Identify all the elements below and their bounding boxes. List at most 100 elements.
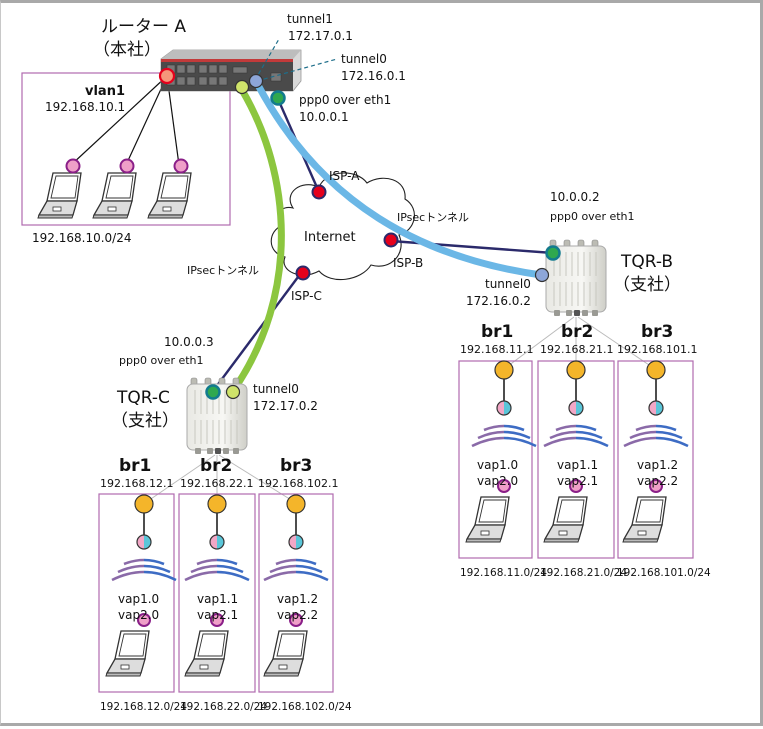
tqr-c-br1-vap-b: vap2.0: [118, 608, 159, 622]
tqr-b-br1-ip: 192.168.11.1: [460, 343, 533, 356]
tqr-c-br1-box: [98, 493, 175, 693]
ppp0-ip: 10.0.0.1: [299, 110, 349, 124]
tqr-c-ppp0-port-icon: [205, 384, 221, 400]
tqr-c-br3-box: [258, 493, 334, 693]
tqr-c-br1-cell: [110, 493, 178, 628]
ppp-line-c: [212, 272, 302, 392]
tqr-b-br2-network: 192.168.21.0/24: [540, 567, 627, 579]
internet-label: Internet: [304, 230, 356, 245]
tqr-b-br3-vap-a: vap1.2: [637, 458, 678, 472]
ipsec-tunnel-c: [229, 86, 285, 395]
ipsec-tunnel-b-label: IPsecトンネル: [397, 211, 469, 224]
laptop-icon: [622, 496, 667, 543]
tqr-c-tunnel0-ip: 172.17.0.2: [253, 399, 318, 413]
tqr-c-ppp0-label: ppp0 over eth1: [119, 354, 204, 367]
tqr-c-tunnel0-port-icon: [225, 384, 241, 400]
tqr-c-br2-name: br2: [200, 456, 232, 476]
tqr-c-name: TQR-C: [116, 388, 170, 408]
tqr-c-br3-vap-a: vap1.2: [277, 592, 318, 606]
tqr-c-br3-vap-b: vap2.2: [277, 608, 318, 622]
tunnel1-port-icon: [234, 79, 250, 95]
isp-c-label: ISP-C: [291, 289, 322, 303]
tqr-c-site: （支社）: [111, 411, 179, 431]
tqr-b-br2-name: br2: [561, 322, 593, 342]
tqr-b-ppp0-ip: 10.0.0.2: [550, 190, 600, 204]
isp-a-dot-icon: [311, 184, 327, 200]
tqr-b-br1-cell: [470, 359, 538, 494]
tqr-b-tunnel0-ip: 172.16.0.2: [466, 294, 531, 308]
ppp0-port-icon: [270, 90, 286, 106]
tunnel0-ip: 172.16.0.1: [341, 69, 406, 83]
laptop-icon: [465, 496, 510, 543]
laptop-icon: [37, 172, 82, 219]
tqr-b-br3-name: br3: [641, 322, 673, 342]
tqr-c-br3-name: br3: [280, 456, 312, 476]
tqr-b-br2-cell: [542, 359, 610, 494]
vlan1-box: [21, 72, 231, 226]
tqr-c-br2-vap-b: vap2.1: [197, 608, 238, 622]
tunnel0-label: tunnel0: [341, 52, 387, 66]
laptop-icon: [92, 172, 137, 219]
router-a-device-icon: [160, 49, 302, 92]
tqr-c-br2-cell: [183, 493, 251, 628]
ipsec-tunnel-b: [254, 81, 545, 279]
isp-b-dot-icon: [383, 232, 399, 248]
tqr-b-br3-cell: [622, 359, 690, 494]
ppp0-label: ppp0 over eth1: [299, 93, 391, 107]
tqr-b-br1-box: [458, 360, 533, 559]
router-a-name: ルーター A: [101, 17, 186, 37]
vlan1-network: 192.168.10.0/24: [32, 231, 131, 245]
tqr-b-br1-vap-b: vap2.0: [477, 474, 518, 488]
tqr-c-br2-network: 192.168.22.0/24: [180, 701, 267, 713]
tqr-b-br2-ip: 192.168.21.1: [540, 343, 613, 356]
tqr-c-br3-network: 192.168.102.0/24: [258, 701, 352, 713]
tqr-c-br1-name: br1: [119, 456, 151, 476]
tunnel1-ip: 172.17.0.1: [288, 29, 353, 43]
tqr-c-br1-vap-a: vap1.0: [118, 592, 159, 606]
tqr-b-br3-ip: 192.168.101.1: [617, 343, 697, 356]
tqr-c-br1-ip: 192.168.12.1: [100, 477, 173, 490]
laptop-icon: [543, 496, 588, 543]
vlan1-label: vlan1: [85, 84, 125, 99]
tqr-c-br2-vap-a: vap1.1: [197, 592, 238, 606]
tqr-c-br3-cell: [262, 493, 330, 628]
tqr-c-br1-network: 192.168.12.0/24: [100, 701, 187, 713]
tqr-b-br1-network: 192.168.11.0/24: [460, 567, 547, 579]
isp-a-label: ISP-A: [329, 169, 360, 183]
tqr-b-tunnel0-port-icon: [534, 267, 550, 283]
tqr-b-bridge-links: [503, 316, 656, 370]
tqr-c-br2-ip: 192.168.22.1: [180, 477, 253, 490]
client-port-icon: [119, 158, 135, 174]
internet-cloud-icon: [270, 172, 415, 281]
tqr-c-br2-box: [178, 493, 256, 693]
client-port-icon: [65, 158, 81, 174]
tunnel1-label: tunnel1: [287, 12, 333, 26]
vlan1-port-icon: [158, 67, 176, 85]
isp-c-dot-icon: [295, 265, 311, 281]
tqr-c-ppp0-ip: 10.0.0.3: [164, 335, 214, 349]
laptop-icon: [147, 172, 192, 219]
tqr-b-ppp0-label: ppp0 over eth1: [550, 210, 635, 223]
tqr-b-br3-vap-b: vap2.2: [637, 474, 678, 488]
isp-b-label: ISP-B: [393, 256, 423, 270]
tqr-b-tunnel0-label: tunnel0: [485, 277, 531, 291]
laptop-icon: [105, 630, 150, 677]
diagram-canvas: ルーター A （本社） vlan1 192.168.10.1 192.168.1…: [21, 12, 711, 713]
tqr-b-br2-vap-a: vap1.1: [557, 458, 598, 472]
ppp-line-b: [390, 239, 554, 255]
tqr-c-br3-ip: 192.168.102.1: [258, 477, 338, 490]
tunnel0-port-icon: [248, 73, 264, 89]
tqr-c-tunnel0-label: tunnel0: [253, 382, 299, 396]
ipsec-tunnel-c-label: IPsecトンネル: [187, 264, 259, 277]
tqr-b-site: （支社）: [613, 275, 681, 295]
tqr-b-br2-vap-b: vap2.1: [557, 474, 598, 488]
tqr-b-ppp0-port-icon: [545, 245, 561, 261]
laptop-icon: [184, 630, 229, 677]
client-port-icon: [173, 158, 189, 174]
router-a-site: （本社）: [93, 40, 161, 60]
tunnel1-leader: [254, 38, 280, 81]
tqr-b-name: TQR-B: [620, 252, 673, 272]
vlan1-ip: 192.168.10.1: [45, 100, 125, 114]
tqr-b-br1-vap-a: vap1.0: [477, 458, 518, 472]
